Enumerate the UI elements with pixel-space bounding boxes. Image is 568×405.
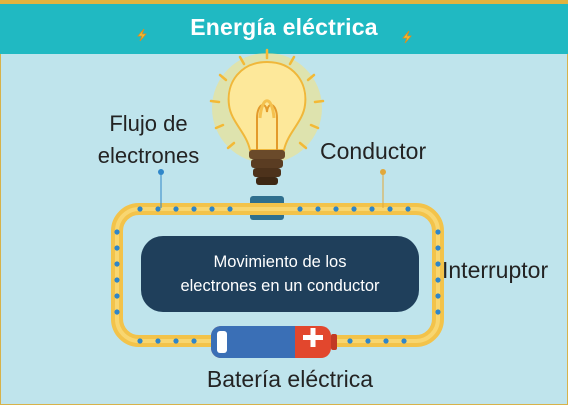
- electron-dot: [155, 206, 161, 212]
- title-banner: [0, 4, 568, 54]
- battery-label: Batería eléctrica: [206, 366, 374, 392]
- electron-dot: [114, 309, 120, 315]
- electron-dot: [435, 277, 441, 283]
- lightning-bolt-icon: [137, 28, 147, 42]
- center-box-line2: electrones en un conductor: [180, 277, 380, 295]
- electron-dot: [347, 338, 353, 344]
- electron-dot: [351, 206, 357, 212]
- electron-dot: [191, 338, 197, 344]
- electron-dot: [227, 206, 233, 212]
- conductor-label: Conductor: [320, 138, 427, 164]
- electron-dot: [173, 206, 179, 212]
- electron-dot: [114, 229, 120, 235]
- electron-flow-label-line1: Flujo de: [109, 111, 188, 136]
- electron-dot: [405, 206, 411, 212]
- electron-dot: [137, 206, 143, 212]
- electron-dot: [435, 309, 441, 315]
- electron-flow-label: Flujo de electrones: [66, 108, 231, 172]
- electron-dot: [435, 245, 441, 251]
- electron-dot: [333, 206, 339, 212]
- center-box-line1: Movimiento de los: [213, 253, 347, 271]
- electron-dot: [114, 293, 120, 299]
- center-explanation-box: Movimiento de los electrones en un condu…: [141, 236, 419, 312]
- electron-dot: [209, 206, 215, 212]
- electron-dot: [137, 338, 143, 344]
- electron-dot: [114, 261, 120, 267]
- electron-dot: [297, 206, 303, 212]
- switch-label: Interruptor: [442, 257, 549, 283]
- electron-flow: [114, 206, 441, 344]
- electron-dot: [114, 277, 120, 283]
- electron-dot: [369, 206, 375, 212]
- electron-dot: [383, 338, 389, 344]
- diagram-title: Energía eléctrica: [190, 14, 378, 40]
- electron-flow-label-line2: electrones: [97, 143, 200, 168]
- electron-dot: [191, 206, 197, 212]
- electron-dot: [365, 338, 371, 344]
- battery: [211, 326, 337, 358]
- electron-dot: [155, 338, 161, 344]
- lightning-bolt-icon: [402, 30, 412, 44]
- electron-dot: [435, 261, 441, 267]
- electron-dot: [173, 338, 179, 344]
- electron-dot: [435, 293, 441, 299]
- electron-dot: [401, 338, 407, 344]
- top-border-strip: [0, 0, 568, 4]
- electron-dot: [315, 206, 321, 212]
- electron-dot: [435, 229, 441, 235]
- electron-dot: [387, 206, 393, 212]
- electron-dot: [114, 245, 120, 251]
